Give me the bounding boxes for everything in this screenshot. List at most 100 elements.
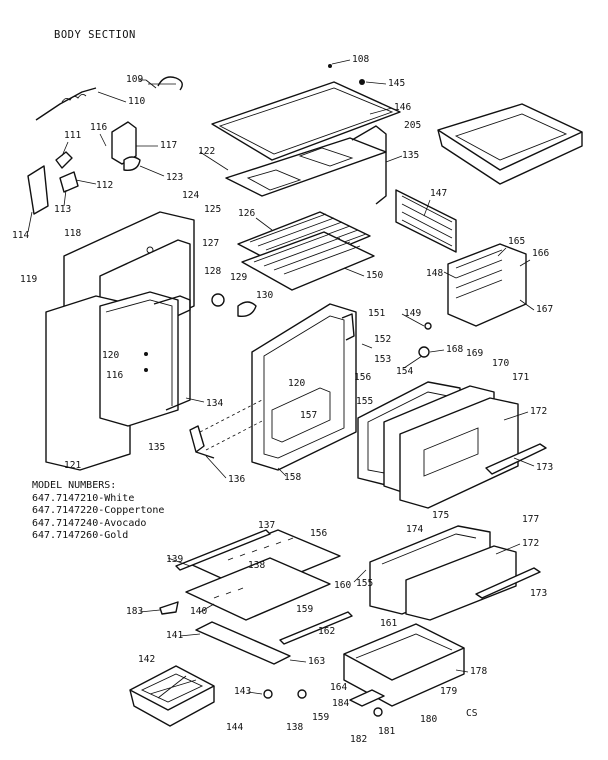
part-label-158: 158 [284,472,301,483]
part-label-111: 111 [64,130,81,141]
clip-183 [159,601,179,615]
part-label-119: 119 [20,274,37,285]
part-label-167: 167 [536,304,553,315]
part-label-168: 168 [446,344,463,355]
part-label-124: 124 [182,190,199,201]
part-labels: 108 109 110 111 112 113 114 116 116 117 … [12,54,553,745]
part-label-134: 134 [206,398,223,409]
part-label-126: 126 [238,208,255,219]
part-label-163: 163 [308,656,325,667]
part-label-145: 145 [388,78,405,89]
part-label-177: 177 [522,514,539,525]
part-label-129: 129 [230,272,247,283]
part-label-169: 169 [466,348,483,359]
part-label-144: 144 [226,722,243,733]
part-label-157: 157 [300,410,317,421]
part-label-159-bottom: 159 [312,712,329,723]
part-label-147: 147 [430,188,447,199]
part-label-130: 130 [256,290,273,301]
model-number-4: 647.7147260-Gold [32,530,129,541]
part-label-135-top: 135 [402,150,419,161]
part-label-178: 178 [470,666,487,677]
part-label-123: 123 [166,172,183,183]
part-label-125: 125 [204,204,221,215]
door-outer-panel-171 [399,397,519,509]
bracket-parts [27,121,141,215]
part-label-117: 117 [160,140,177,151]
part-label-138-panel: 138 [248,560,265,571]
part-label-150: 150 [366,270,383,281]
model-number-3: 647.7147240-Avocado [32,517,147,529]
small-fittings [144,64,432,372]
broiler-grid-150 [241,231,375,291]
part-label-165: 165 [508,236,525,247]
model-numbers-heading: MODEL NUMBERS: [32,480,117,491]
drawer-parts [263,689,385,717]
heating-element-148 [447,243,527,327]
part-label-155-drawer: 155 [356,578,373,589]
drawer-handle-173b [475,567,541,599]
power-cord-assembly [35,76,183,121]
part-label-127: 127 [202,238,219,249]
trim-strip-160 [279,611,353,645]
door-frame-158 [251,303,357,471]
part-label-140: 140 [190,606,207,617]
broiler-pan-205 [437,103,583,185]
rack-support-147 [395,189,457,253]
part-label-171: 171 [512,372,529,383]
part-label-148: 148 [426,268,443,279]
part-label-153: 153 [374,354,391,365]
part-label-110: 110 [128,96,145,107]
part-label-146: 146 [394,102,411,113]
part-label-172-door: 172 [530,406,547,417]
part-label-120-door: 120 [288,378,305,389]
part-label-120-side: 120 [102,350,119,361]
part-label-113: 113 [54,204,71,215]
part-label-159-panel: 159 [296,604,313,615]
part-label-160: 160 [334,580,351,591]
part-label-116-top: 116 [90,122,107,133]
corner-code: CS [466,708,478,719]
dashed-guide-lines [199,399,265,451]
drawer-panel-177 [405,545,517,621]
part-label-155-door: 155 [356,396,373,407]
part-label-164: 164 [330,682,347,693]
part-label-175: 175 [432,510,449,521]
part-label-138-bottom: 138 [286,722,303,733]
part-label-162: 162 [318,626,335,637]
part-label-112: 112 [96,180,113,191]
frame-134 [153,295,191,411]
model-numbers-block: MODEL NUMBERS: 647.7147210-White 647.714… [32,480,164,543]
part-label-172-drawer: 172 [522,538,539,549]
part-label-141: 141 [166,630,183,641]
part-label-170: 170 [492,358,509,369]
leader-lines [27,59,535,695]
part-label-173-drawer: 173 [530,588,547,599]
bottom-rail-141 [195,621,291,665]
part-label-136: 136 [228,474,245,485]
part-label-143: 143 [234,686,251,697]
part-label-181: 181 [378,726,395,737]
part-label-135-side: 135 [148,442,165,453]
model-number-1: 647.7147210-White [32,492,135,504]
part-label-205: 205 [404,120,421,131]
part-label-183: 183 [126,606,143,617]
diagram-title: BODY SECTION [54,29,136,41]
part-label-180: 180 [420,714,437,725]
part-label-149: 149 [404,308,421,319]
part-label-137: 137 [258,520,275,531]
part-label-121: 121 [64,460,81,471]
part-label-154: 154 [396,366,413,377]
part-label-116-side: 116 [106,370,123,381]
part-label-156-drawer: 156 [310,528,327,539]
part-label-179: 179 [440,686,457,697]
part-label-122: 122 [198,146,215,157]
trim-strip-139 [175,529,271,571]
model-number-2: 647.7147220-Coppertone [32,505,165,516]
part-label-173-door: 173 [536,462,553,473]
part-label-174: 174 [406,524,423,535]
part-label-182: 182 [350,734,367,745]
part-label-166: 166 [532,248,549,259]
top-panel-146 [211,81,401,161]
